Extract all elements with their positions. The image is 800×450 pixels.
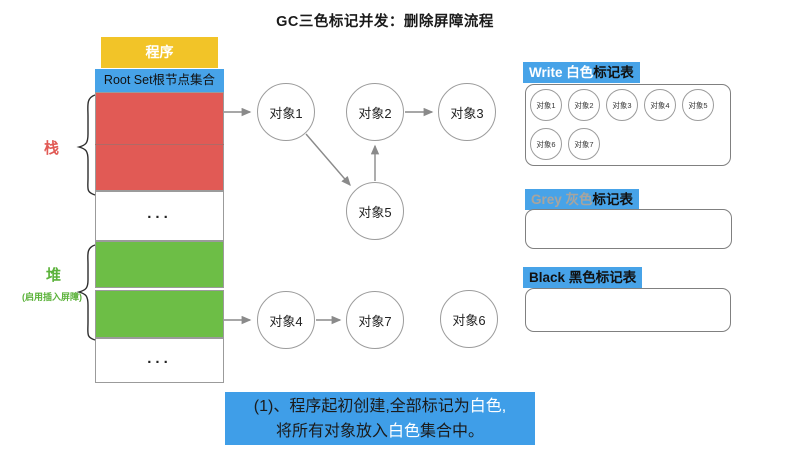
memory-ellipsis-top: ... bbox=[95, 191, 224, 241]
caption-line-2: 将所有对象放入白色集合中。 bbox=[225, 419, 535, 444]
memory-rootset-box: Root Set根节点集合 bbox=[95, 69, 224, 92]
memory-program-box: 程序 bbox=[101, 37, 218, 68]
memory-ellipsis-bottom: ... bbox=[95, 338, 224, 383]
caption-text: 集合中。 bbox=[420, 423, 485, 440]
grey-table-header: Grey 灰色标记表 bbox=[525, 189, 640, 210]
node-label: 对象4 bbox=[269, 313, 303, 329]
graph-node-obj7: 对象7 bbox=[346, 291, 404, 349]
edge-obj1-obj5 bbox=[305, 133, 351, 187]
grey-table-suffix: 标记表 bbox=[592, 192, 634, 207]
white-table-item: 对象6 bbox=[530, 128, 562, 160]
graph-node-obj6: 对象6 bbox=[440, 290, 498, 348]
node-label: 对象3 bbox=[450, 105, 484, 121]
grey-table bbox=[525, 209, 732, 249]
white-table-item: 对象2 bbox=[568, 89, 600, 121]
diagram-title: GC三色标记并发：删除屏障流程 bbox=[276, 14, 494, 30]
graph-node-obj3: 对象3 bbox=[438, 83, 496, 141]
memory-stack-region bbox=[95, 92, 224, 191]
black-table-suffix: 标记表 bbox=[595, 270, 637, 285]
graph-node-obj4: 对象4 bbox=[257, 291, 315, 349]
node-label: 对象1 bbox=[269, 105, 303, 121]
white-table-item: 对象7 bbox=[568, 128, 600, 160]
stack-label: 栈 bbox=[44, 140, 60, 157]
white-table-suffix: 标记表 bbox=[593, 65, 634, 80]
memory-heap-region-b bbox=[95, 290, 224, 338]
black-table bbox=[525, 288, 731, 332]
white-table-item: 对象5 bbox=[682, 89, 714, 121]
stack-brace bbox=[76, 94, 96, 196]
graph-node-obj5: 对象5 bbox=[346, 182, 404, 240]
memory-heap-region-a bbox=[95, 241, 224, 288]
white-table-header: Write 白色标记表 bbox=[523, 62, 640, 83]
node-label: 对象2 bbox=[358, 105, 392, 121]
node-label: 对象5 bbox=[358, 204, 392, 220]
memory-stack-divider bbox=[95, 144, 224, 145]
black-table-header: Black 黑色标记表 bbox=[523, 267, 643, 288]
white-table-item: 对象3 bbox=[606, 89, 638, 121]
caption-highlight: 白色, bbox=[469, 398, 507, 415]
black-table-name: Black 黑色 bbox=[529, 270, 596, 285]
heap-barrier-note: (启用插入屏障) bbox=[22, 292, 82, 302]
white-table-item: 对象1 bbox=[530, 89, 562, 121]
node-label: 对象7 bbox=[358, 313, 392, 329]
heap-label: 堆 bbox=[46, 267, 62, 284]
graph-node-obj1: 对象1 bbox=[257, 83, 315, 141]
caption-line-1: (1)、程序起初创建,全部标记为白色, bbox=[225, 394, 535, 419]
graph-node-obj2: 对象2 bbox=[346, 83, 404, 141]
node-label: 对象6 bbox=[452, 312, 486, 328]
white-table-item: 对象4 bbox=[644, 89, 676, 121]
caption-highlight: 白色 bbox=[387, 423, 420, 440]
grey-table-name: Grey 灰色 bbox=[531, 192, 593, 207]
white-table-name: Write 白色 bbox=[529, 65, 594, 80]
caption-text: 将所有对象放入 bbox=[275, 423, 388, 440]
caption-text: (1)、程序起初创建,全部标记为 bbox=[253, 398, 470, 415]
caption-banner: (1)、程序起初创建,全部标记为白色, 将所有对象放入白色集合中。 bbox=[225, 392, 535, 445]
